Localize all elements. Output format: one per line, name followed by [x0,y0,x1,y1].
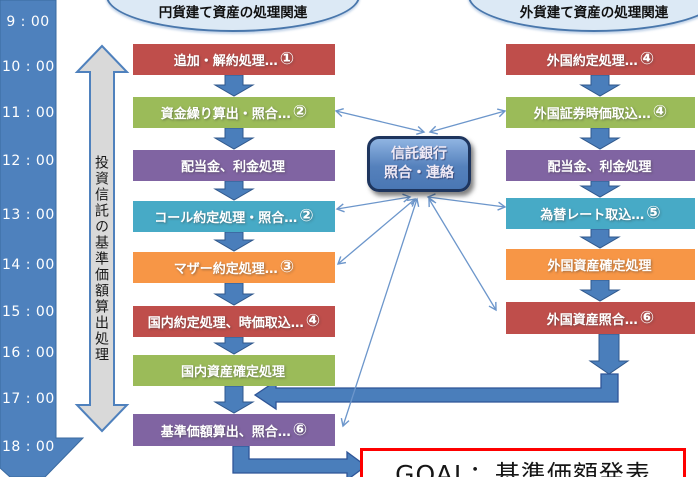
box-foreign-asset-reconcile: 外国資産照合…⑥ [506,302,695,334]
goal-label: GOAL：基準価額発表 [395,460,651,477]
box-label: 為替レート取込… [540,208,645,223]
trust-bank-line1: 信託銀行 [391,146,447,163]
box-number: ② [292,102,308,122]
yen-flow-header-label: 円貨建て資産の処理関連 [158,5,308,21]
time-label: 18 : 00 [2,439,55,455]
box-addition-cancellation: 追加・解約処理…① [133,44,335,75]
box-label: 追加・解約処理… [173,54,278,69]
box-label: 資金繰り算出・照合… [160,107,291,122]
box-number: ⑥ [639,307,655,328]
trust-bank-connectors [334,108,507,428]
trust-bank-box: 信託銀行 照合・連絡 [367,136,471,192]
box-label: 国内約定処理、時価取込… [147,316,304,331]
box-domestic-settlement-price-import: 国内約定処理、時価取込…④ [133,306,335,337]
fx-flow-down-arrows [579,74,630,375]
box-number: ③ [279,257,295,277]
box-dividend-interest: 配当金、利金処理 [133,150,335,181]
box-foreign-settlement: 外国約定処理…④ [506,44,695,75]
box-dividend-interest-fx: 配当金、利金処理 [506,150,695,181]
time-label: 10 : 00 [2,59,55,75]
box-label: 外国資産照合… [546,312,638,328]
time-label: 9 : 00 [6,14,50,30]
time-label: 11 : 00 [2,105,55,121]
process-axis-label: 投資信託の基準価額算出処理 [93,155,109,363]
time-label: 15 : 00 [2,304,55,320]
box-label: 配当金、利金処理 [547,160,652,175]
box-number: ⑤ [646,203,661,223]
box-number: ⑥ [292,419,308,440]
box-label: コール約定処理・照合… [154,211,298,226]
fx-flow-header-label: 外貨建て資産の処理関連 [519,5,669,21]
time-label: 17 : 00 [2,391,55,407]
yen-flow-down-arrows [213,74,255,414]
box-nav-calculation: 基準価額算出、照合…⑥ [133,414,335,446]
box-mother-settlement: マザー約定処理…③ [133,252,335,283]
box-label: マザー約定処理… [173,262,278,277]
timeline-band-arrow [0,0,85,477]
box-label: 外国約定処理… [546,54,638,69]
box-fx-rate-import: 為替レート取込…⑤ [506,198,695,229]
box-label: 配当金、利金処理 [180,160,285,175]
box-label: 外国資産確定処理 [547,259,652,274]
time-label: 12 : 00 [2,153,55,169]
box-number: ④ [652,102,668,122]
nav-to-goal-elbow-arrow [232,445,368,477]
box-number: ① [279,49,295,69]
box-number: ④ [305,311,321,331]
box-domestic-asset-confirm: 国内資産確定処理 [133,355,335,386]
trust-bank-line2: 照合・連絡 [384,165,454,181]
process-axis-arrow [74,44,130,433]
box-foreign-asset-confirm: 外国資産確定処理 [506,249,695,280]
time-label: 14 : 00 [2,257,55,273]
box-label: 基準価額算出、照合… [160,424,291,440]
box-number: ④ [639,49,655,69]
box-call-settlement: コール約定処理・照合…② [133,201,335,232]
goal-box: GOAL：基準価額発表 [360,448,686,477]
box-foreign-securities-price-import: 外国証券時価取込…④ [506,97,695,128]
box-number: ② [299,206,314,226]
box-fund-position-calc: 資金繰り算出・照合…② [133,97,335,128]
time-label: 16 : 00 [2,345,55,361]
box-label: 外国証券時価取込… [533,107,651,122]
box-label: 国内資産確定処理 [180,365,285,380]
time-label: 13 : 00 [2,207,55,223]
